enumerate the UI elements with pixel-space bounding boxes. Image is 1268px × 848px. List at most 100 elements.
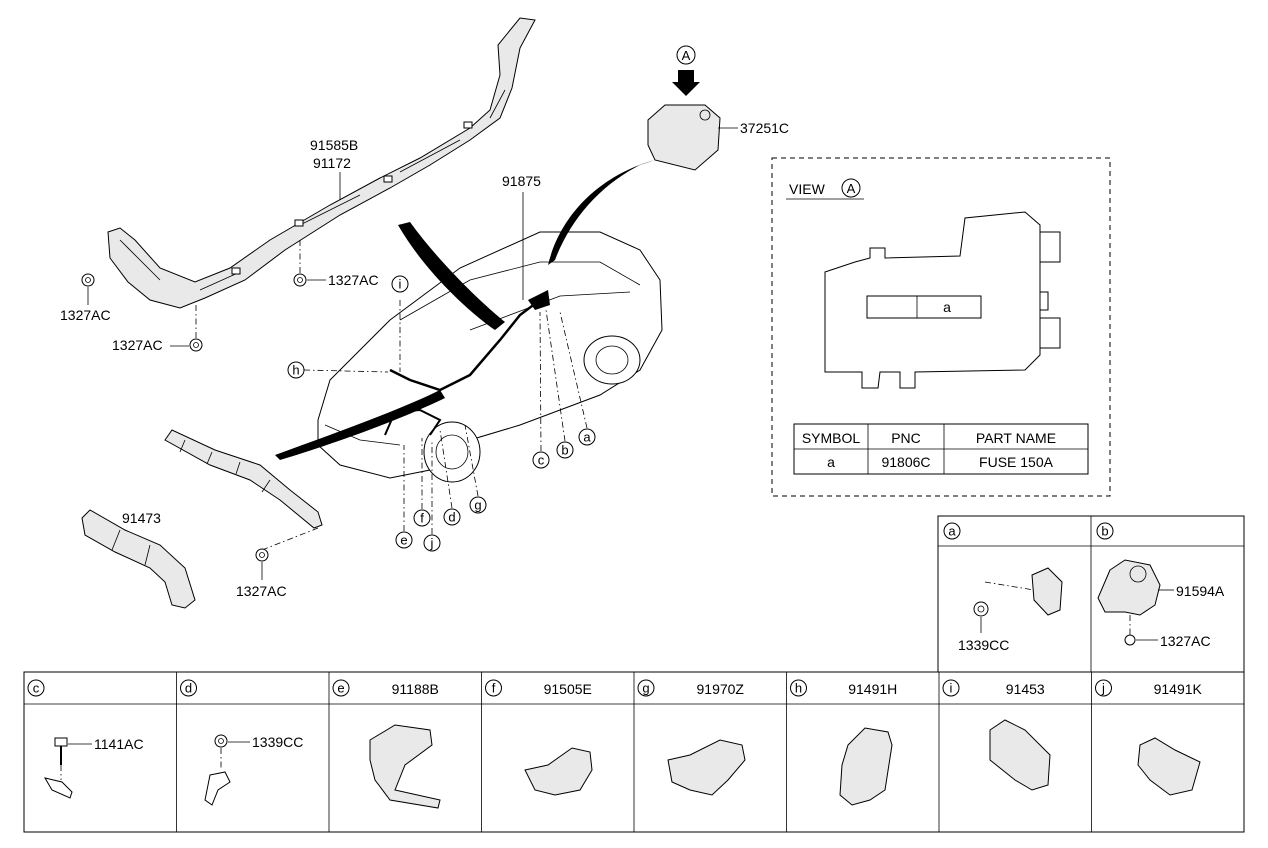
detail-e-part-label: 91188B	[392, 681, 439, 697]
svg-text:b: b	[1101, 524, 1108, 539]
callout-c: c	[532, 451, 550, 469]
detail-c-label-0: 1141AC	[94, 736, 144, 752]
callout-d: d	[443, 508, 461, 526]
svg-text:h: h	[795, 681, 802, 696]
callout-e: e	[395, 531, 413, 549]
callout-f: f	[413, 509, 431, 527]
callout-a: a	[578, 428, 596, 446]
svg-text:h: h	[292, 363, 299, 378]
view-title: VIEW	[789, 181, 826, 197]
detail-c-part	[43, 737, 92, 799]
table-cell-part-name: FUSE 150A	[979, 454, 1054, 470]
wiring-harness	[384, 408, 442, 436]
detail-b-letter: b	[1096, 522, 1114, 540]
detail-h-letter: h	[790, 679, 807, 697]
svg-text:f: f	[492, 681, 496, 696]
svg-text:e: e	[337, 681, 344, 696]
view-ref-letter: A	[847, 181, 856, 196]
callout-j: j	[423, 534, 441, 552]
fuse-cell-label: a	[943, 299, 951, 315]
svg-text:e: e	[400, 533, 407, 548]
fuse-box-part	[647, 104, 721, 171]
detail-h-part	[839, 727, 893, 806]
svg-text:j: j	[430, 536, 434, 551]
svg-text:c: c	[33, 681, 40, 696]
detail-b-part	[1097, 559, 1174, 646]
fuse-block-outline	[824, 211, 1061, 389]
nut-icon	[81, 273, 95, 287]
nut-icon	[255, 548, 269, 562]
part-91875-label: 91875	[502, 173, 541, 189]
view-box	[771, 157, 1111, 497]
svg-text:b: b	[561, 443, 568, 458]
table-cell-pnc: 91806C	[881, 454, 930, 470]
callout-b: b	[556, 441, 574, 459]
detail-c-letter: c	[27, 679, 45, 697]
svg-text:a: a	[583, 430, 591, 445]
detail-g-letter: g	[637, 679, 655, 697]
svg-text:i: i	[950, 681, 953, 696]
junction-block	[528, 290, 550, 310]
part-1327AC-label-d: 1327AC	[236, 583, 287, 599]
hose-part	[164, 429, 323, 529]
detail-j-part	[1137, 737, 1201, 796]
part-91473-label: 91473	[122, 510, 161, 526]
svg-text:f: f	[420, 511, 424, 526]
table-header-part-name: PART NAME	[976, 430, 1056, 446]
detail-a-part	[973, 567, 1063, 633]
detail-i-part-label: 91453	[1006, 681, 1045, 697]
part-1327AC-label-c: 1327AC	[328, 272, 379, 288]
view-ref-circle	[841, 178, 861, 198]
protector-part	[81, 509, 196, 609]
svg-text:d: d	[448, 510, 455, 525]
detail-g-part	[667, 739, 746, 796]
table-header-pnc: PNC	[891, 430, 921, 446]
detail-a-letter: a	[943, 522, 961, 540]
detail-f-part-label: 91505E	[544, 681, 592, 697]
detail-e-letter: e	[332, 679, 350, 697]
svg-text:j: j	[1101, 681, 1105, 696]
svg-text:i: i	[399, 277, 402, 292]
table-cell-symbol: a	[827, 454, 835, 470]
ref-A-circle	[676, 45, 696, 65]
rail-part	[107, 17, 536, 309]
detail-h-part-label: 91491H	[848, 681, 897, 697]
table-header-symbol: SYMBOL	[802, 430, 861, 446]
part-1327AC-label-a: 1327AC	[60, 307, 111, 323]
ref-A-letter: A	[682, 48, 691, 63]
detail-d-label-0: 1339CC	[252, 734, 303, 750]
detail-j-letter: j	[1095, 679, 1112, 697]
svg-text:g: g	[642, 681, 649, 696]
pnc-table	[793, 423, 1089, 475]
wiring-harness	[389, 299, 541, 392]
svg-text:a: a	[948, 524, 956, 539]
svg-text:d: d	[185, 681, 192, 696]
part-1327AC-label-b: 1327AC	[112, 337, 163, 353]
detail-f-part	[524, 747, 593, 796]
callout-h: h	[287, 361, 305, 379]
detail-a-label-0: 1339CC	[958, 637, 1009, 653]
car-illustration	[317, 231, 663, 483]
detail-d-part	[204, 734, 250, 806]
arrow-down-icon	[672, 70, 700, 96]
nut-icon	[189, 338, 203, 352]
cable-sweep	[275, 390, 445, 460]
callout-g: g	[469, 496, 487, 514]
part-91585B-label: 91585B	[310, 137, 358, 153]
part-37251C-label: 37251C	[740, 120, 789, 136]
nut-icon	[293, 273, 307, 287]
svg-text:c: c	[538, 453, 545, 468]
detail-b-label-1: 1327AC	[1160, 633, 1211, 649]
part-91172-label: 91172	[313, 155, 351, 171]
callout-i: i	[391, 275, 409, 293]
detail-j-part-label: 91491K	[1154, 681, 1203, 697]
detail-b-label-0: 91594A	[1176, 583, 1225, 599]
detail-f-letter: f	[485, 679, 502, 697]
detail-i-part	[989, 719, 1051, 791]
svg-text:g: g	[474, 498, 481, 513]
detail-e-part	[369, 724, 441, 809]
detail-g-part-label: 91970Z	[697, 681, 745, 697]
detail-d-letter: d	[180, 679, 197, 697]
detail-i-letter: i	[942, 679, 960, 697]
